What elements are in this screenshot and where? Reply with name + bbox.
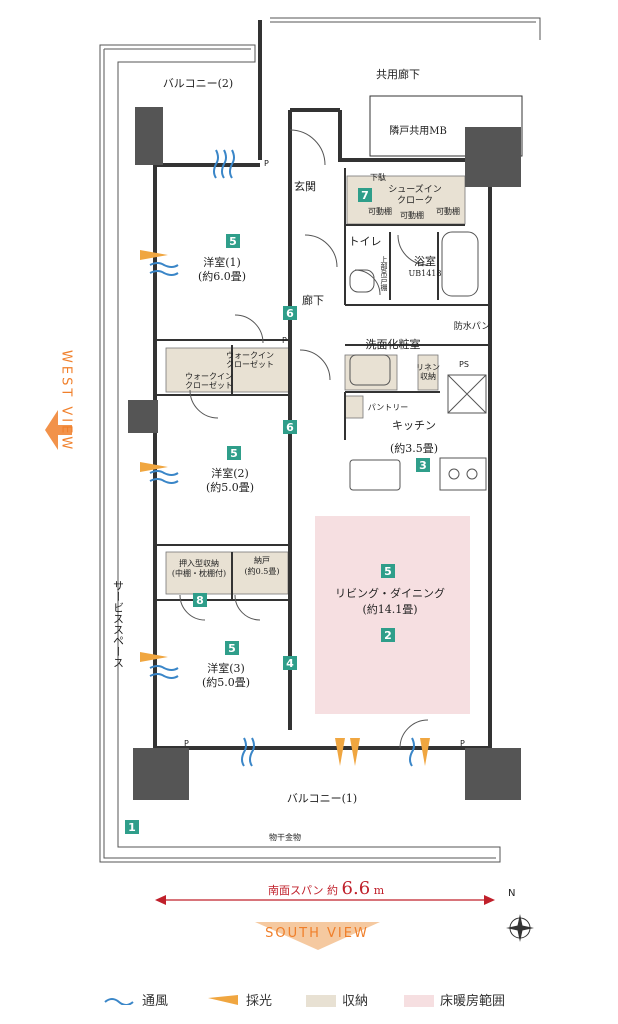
svg-text:6: 6 <box>286 421 294 434</box>
western3-label: 洋室(3) <box>207 661 245 675</box>
badge-6-corridor2: 6 <box>283 420 297 434</box>
corridor-label: 廊下 <box>302 293 324 307</box>
badges: 7 5 6 6 5 3 5 8 2 5 4 1 <box>125 188 430 834</box>
waterproof-pan-label: 防水パン <box>454 320 490 332</box>
badge-5-western1: 5 <box>226 234 240 248</box>
adjacent-mb-label: 隣戸共用MB <box>389 124 447 137</box>
storage-areas <box>165 175 466 595</box>
badge-5-living: 5 <box>381 564 395 578</box>
western2-size: (約5.0畳) <box>206 480 254 494</box>
floor-heating-zone <box>315 516 470 714</box>
svg-text:5: 5 <box>229 235 237 248</box>
west-view-label: WEST VIEW <box>59 350 74 452</box>
ps-label: PS <box>459 360 469 369</box>
living-label: リビング・ダイニング <box>335 586 445 600</box>
pantry-label: パントリー <box>368 403 408 412</box>
mb-box <box>369 95 523 157</box>
balcony1-label: バルコニー(1) <box>287 792 357 805</box>
badge-3-kitchen: 3 <box>416 458 430 472</box>
badge-6-corridor1: 6 <box>283 306 297 320</box>
inner-walls <box>155 168 490 601</box>
movable-shelf-1: 可動棚 <box>368 206 392 216</box>
walkin2-label: ウォークインクローゼット <box>185 372 233 390</box>
svg-text:3: 3 <box>419 459 427 472</box>
room-labels: バルコニー(2) 共用廊下 隣戸共用MB 玄関 シューズインクローク 下駄 可動… <box>112 67 491 842</box>
span-line <box>155 895 495 905</box>
shoe-closet-label: シューズインクローク <box>388 183 442 206</box>
lower-bin-label: 下駄 <box>370 172 386 182</box>
fixtures <box>349 231 487 491</box>
west-view-arrow <box>45 410 72 450</box>
movable-shelf-2: 可動棚 <box>400 210 424 220</box>
span-unit: m <box>374 884 385 897</box>
badge-5-western3: 5 <box>225 641 239 655</box>
western2-label: 洋室(2) <box>211 466 249 480</box>
doors <box>179 129 429 749</box>
span-value: 6.6 <box>342 878 371 899</box>
badge-5-western2: 5 <box>227 446 241 460</box>
western1-label: 洋室(1) <box>203 255 241 269</box>
floor-heating-legend-swatch <box>404 995 434 1007</box>
ventilation-legend-icon <box>104 998 134 1005</box>
walls <box>153 20 492 750</box>
columns <box>128 107 521 800</box>
drying-label: 物干金物 <box>269 832 301 842</box>
service-space-label: サービススペース <box>112 580 125 668</box>
svg-text:4: 4 <box>286 657 294 670</box>
svg-text:5: 5 <box>384 565 392 578</box>
walkin1-label: ウォークインクローゼット <box>226 351 274 369</box>
bath-label: 浴室 <box>414 254 436 268</box>
badge-7: 7 <box>358 188 372 202</box>
svg-text:6: 6 <box>286 307 294 320</box>
daylight-marks <box>140 250 430 766</box>
svg-text:5: 5 <box>228 642 236 655</box>
p-mark-3: P <box>460 739 465 748</box>
western1-size: (約6.0畳) <box>198 269 246 283</box>
legend: 通風 採光 収納 床暖房範囲 <box>0 984 618 1014</box>
storage-legend-swatch <box>306 995 336 1007</box>
ventilation-legend-label: 通風 <box>142 994 169 1009</box>
badge-8: 8 <box>193 593 207 607</box>
span-prefix: 南面スパン 約 <box>268 883 338 897</box>
badge-1: 1 <box>125 820 139 834</box>
washroom-label: 洗面化粧室 <box>366 337 421 351</box>
svg-text:2: 2 <box>384 629 392 642</box>
kitchen-label: キッチン <box>392 419 436 432</box>
south-view-arrow <box>255 922 380 950</box>
daylight-legend-label: 採光 <box>246 994 273 1009</box>
living-size: (約14.1畳) <box>362 602 417 616</box>
outer-outline <box>99 17 541 863</box>
balcony2-label: バルコニー(2) <box>163 77 233 90</box>
toilet-label: トイレ <box>349 235 382 248</box>
ventilation-marks <box>149 149 415 767</box>
common-corridor-label: 共用廊下 <box>376 67 420 81</box>
upper-shelf-label: 上部吊戸棚 <box>380 255 388 292</box>
south-view-label: SOUTH VIEW <box>265 926 369 941</box>
badge-2-living: 2 <box>381 628 395 642</box>
badge-4: 4 <box>283 656 297 670</box>
movable-shelf-3: 可動棚 <box>436 206 460 216</box>
p-mark-1: P <box>264 159 269 168</box>
linen-label: リネン収納 <box>416 363 440 381</box>
svg-text:8: 8 <box>196 594 204 607</box>
svg-text:5: 5 <box>230 447 238 460</box>
compass-icon <box>506 914 534 942</box>
kitchen-size: (約3.5畳) <box>390 441 438 455</box>
floor-heating-legend-label: 床暖房範囲 <box>440 994 506 1009</box>
entrance-label: 玄関 <box>294 179 316 193</box>
storage-legend-label: 収納 <box>342 994 369 1009</box>
p-mark-2: P <box>184 739 189 748</box>
north-label: N <box>508 888 515 899</box>
bath-size-label: UB1418 <box>409 269 442 278</box>
daylight-legend-icon <box>208 995 238 1005</box>
western3-size: (約5.0畳) <box>202 675 250 689</box>
span-text: 南面スパン 約 6.6 m <box>268 878 385 899</box>
p-mark-4: P <box>282 336 287 345</box>
svg-text:7: 7 <box>361 189 369 202</box>
svg-text:1: 1 <box>128 821 136 834</box>
